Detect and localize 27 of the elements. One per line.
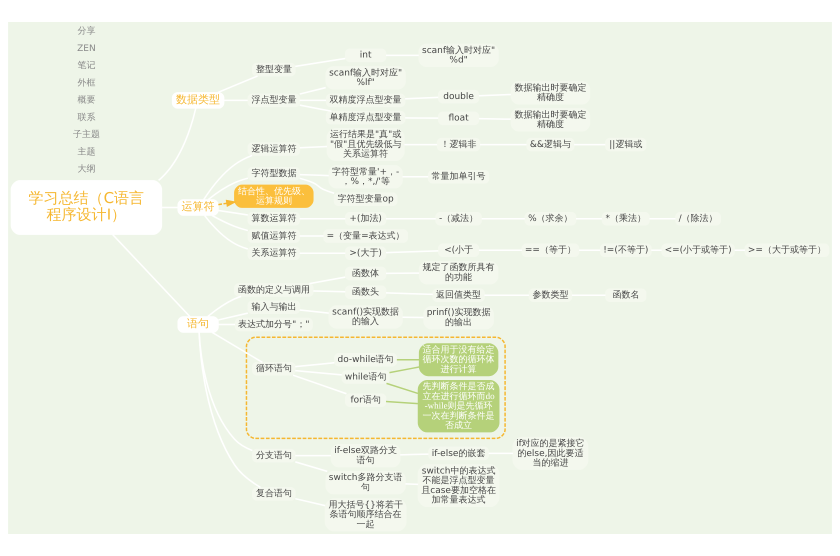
label: 概要 (77, 96, 96, 106)
connector (300, 178, 334, 194)
node-box: do-while语句 (334, 352, 398, 366)
connector (389, 366, 420, 374)
label: 子主题 (72, 130, 100, 140)
label: ZEN (77, 44, 96, 54)
node-box: 运算符 (178, 199, 219, 216)
cluster (246, 336, 506, 440)
connector (386, 400, 418, 404)
node-box: while语句 (342, 370, 390, 384)
connector (396, 358, 420, 360)
node-box: 适合用于没有给定循环次数的循环体进行计算 (418, 343, 498, 376)
connector (218, 210, 248, 216)
arrow (218, 200, 237, 208)
node-box: 先判断条件是否成立在进行循环而do-while则是先循环一次在判断条件是否成立 (418, 380, 500, 432)
label: 联系 (77, 112, 96, 123)
node-box: for语句 (345, 393, 386, 407)
node-box: 结合性、优先级、运算规则 (234, 184, 314, 208)
label: 大纲 (77, 164, 96, 175)
connector (386, 382, 418, 394)
label: 主题 (77, 147, 96, 158)
label: 外框 (77, 78, 96, 88)
label: 分享 (77, 26, 96, 37)
connector (208, 177, 248, 200)
connector (203, 154, 252, 200)
connector (212, 332, 263, 363)
label: 笔记 (77, 61, 96, 72)
